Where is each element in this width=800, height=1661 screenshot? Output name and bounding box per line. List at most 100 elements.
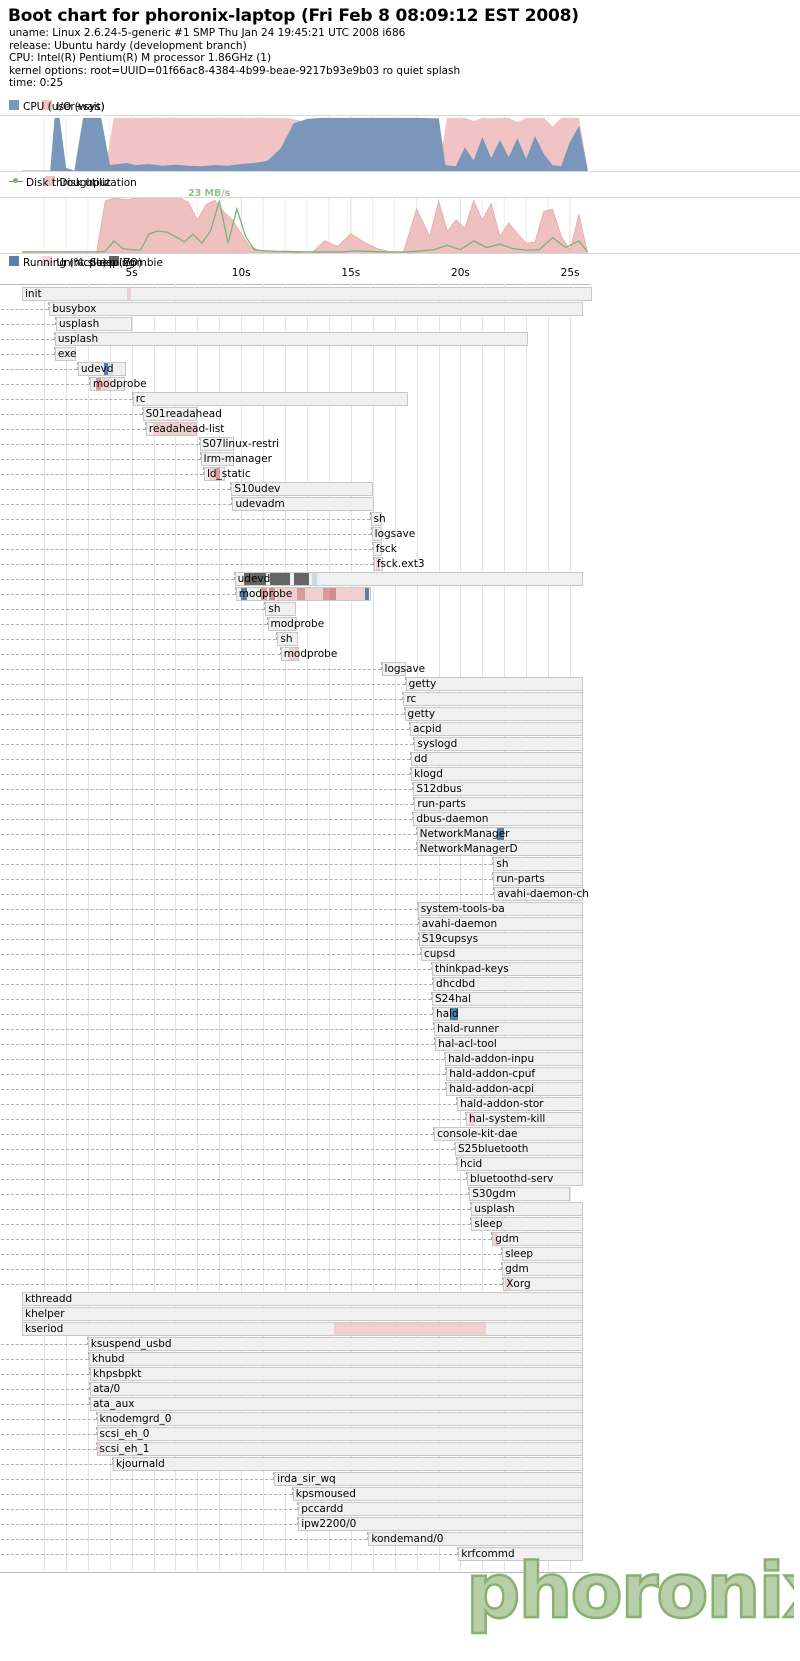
- process-row[interactable]: udevd: [0, 362, 800, 377]
- process-row[interactable]: pccardd: [0, 1502, 800, 1517]
- process-bar[interactable]: [96, 1427, 584, 1441]
- process-row[interactable]: S07linux-restri: [0, 437, 800, 452]
- process-bar[interactable]: [235, 587, 371, 601]
- process-bar[interactable]: [467, 1172, 584, 1186]
- process-row[interactable]: irda_sir_wq: [0, 1472, 800, 1487]
- process-row[interactable]: bluetoothd-serv: [0, 1172, 800, 1187]
- process-bar[interactable]: [372, 542, 382, 556]
- process-row[interactable]: exe: [0, 347, 800, 362]
- process-row[interactable]: gdm: [0, 1262, 800, 1277]
- process-row[interactable]: hald-addon-acpi: [0, 1082, 800, 1097]
- process-row[interactable]: S10udev: [0, 482, 800, 497]
- process-row[interactable]: avahi-daemon: [0, 917, 800, 932]
- process-row[interactable]: hcid: [0, 1157, 800, 1172]
- process-row[interactable]: sh: [0, 602, 800, 617]
- process-bar[interactable]: [381, 662, 406, 676]
- process-bar[interactable]: [368, 1532, 584, 1546]
- process-row[interactable]: knodemgrd_0: [0, 1412, 800, 1427]
- process-bar[interactable]: [54, 332, 529, 346]
- process-bar[interactable]: [88, 1352, 584, 1366]
- process-row[interactable]: busybox: [0, 302, 800, 317]
- process-row[interactable]: sleep: [0, 1217, 800, 1232]
- process-row[interactable]: S25bluetooth: [0, 1142, 800, 1157]
- process-row[interactable]: hal-acl-tool: [0, 1037, 800, 1052]
- process-bar[interactable]: [418, 917, 584, 931]
- process-bar[interactable]: [465, 1112, 584, 1126]
- process-row[interactable]: logsave: [0, 662, 800, 677]
- process-bar[interactable]: [280, 647, 300, 661]
- process-bar[interactable]: [234, 572, 584, 586]
- process-row[interactable]: system-tools-ba: [0, 902, 800, 917]
- process-bar[interactable]: [371, 527, 382, 541]
- process-row[interactable]: run-parts: [0, 872, 800, 887]
- process-bar[interactable]: [469, 1187, 571, 1201]
- process-bar[interactable]: [265, 602, 297, 616]
- process-bar[interactable]: [373, 557, 383, 571]
- process-bar[interactable]: [431, 992, 584, 1006]
- process-row[interactable]: scsi_eh_0: [0, 1427, 800, 1442]
- process-row[interactable]: cupsd: [0, 947, 800, 962]
- process-bar[interactable]: [417, 902, 584, 916]
- process-bar[interactable]: [199, 437, 234, 451]
- process-row[interactable]: ld_static: [0, 467, 800, 482]
- process-bar[interactable]: [414, 797, 584, 811]
- process-bar[interactable]: [298, 1502, 584, 1516]
- process-bar[interactable]: [132, 392, 408, 406]
- process-bar[interactable]: [200, 452, 234, 466]
- process-row[interactable]: ata/0: [0, 1382, 800, 1397]
- process-row[interactable]: rc: [0, 692, 800, 707]
- process-bar[interactable]: [370, 512, 382, 526]
- process-row[interactable]: khpsbpkt: [0, 1367, 800, 1382]
- process-row[interactable]: modprobe: [0, 377, 800, 392]
- process-row[interactable]: avahi-daemon-ch: [0, 887, 800, 902]
- process-bar[interactable]: [232, 497, 374, 511]
- process-bar[interactable]: [431, 962, 584, 976]
- process-row[interactable]: udevadm: [0, 497, 800, 512]
- process-row[interactable]: udevd: [0, 572, 800, 587]
- process-row[interactable]: run-parts: [0, 797, 800, 812]
- process-bar[interactable]: [55, 317, 132, 331]
- process-bar[interactable]: [89, 1382, 584, 1396]
- process-row[interactable]: usplash: [0, 332, 800, 347]
- process-bar[interactable]: [416, 842, 584, 856]
- process-bar[interactable]: [267, 617, 298, 631]
- process-bar[interactable]: [96, 1412, 584, 1426]
- process-row[interactable]: getty: [0, 707, 800, 722]
- process-bar[interactable]: [434, 1022, 584, 1036]
- process-row[interactable]: dhcdbd: [0, 977, 800, 992]
- process-row[interactable]: rc: [0, 392, 800, 407]
- process-row[interactable]: kthreadd: [0, 1292, 800, 1307]
- process-bar[interactable]: [418, 932, 584, 946]
- process-row[interactable]: klogd: [0, 767, 800, 782]
- process-bar[interactable]: [87, 1337, 584, 1351]
- process-bar[interactable]: [446, 1082, 584, 1096]
- process-bar[interactable]: [421, 947, 584, 961]
- process-row[interactable]: modprobe: [0, 587, 800, 602]
- process-bar[interactable]: [145, 422, 198, 436]
- process-row[interactable]: dbus-daemon: [0, 812, 800, 827]
- process-row[interactable]: hald-addon-stor: [0, 1097, 800, 1112]
- process-bar[interactable]: [457, 1097, 584, 1111]
- process-bar[interactable]: [292, 1487, 584, 1501]
- process-bar[interactable]: [142, 407, 198, 421]
- process-bar[interactable]: [298, 1517, 584, 1531]
- process-bar[interactable]: [493, 857, 584, 871]
- process-bar[interactable]: [435, 1037, 584, 1051]
- process-bar[interactable]: [492, 1232, 584, 1246]
- process-row[interactable]: krfcommd: [0, 1547, 800, 1562]
- process-bar[interactable]: [433, 1007, 584, 1021]
- process-row[interactable]: Xorg: [0, 1277, 800, 1292]
- process-row[interactable]: S12dbus: [0, 782, 800, 797]
- process-row[interactable]: hal-system-kill: [0, 1112, 800, 1127]
- process-row[interactable]: S19cupsys: [0, 932, 800, 947]
- process-bar[interactable]: [22, 287, 592, 301]
- process-bar[interactable]: [502, 1247, 584, 1261]
- process-bar[interactable]: [411, 752, 584, 766]
- process-bar[interactable]: [89, 377, 126, 391]
- process-row[interactable]: khubd: [0, 1352, 800, 1367]
- process-bar[interactable]: [277, 632, 299, 646]
- process-bar[interactable]: [89, 1367, 584, 1381]
- process-row[interactable]: ipw2200/0: [0, 1517, 800, 1532]
- process-bar[interactable]: [112, 1457, 584, 1471]
- process-row[interactable]: hald: [0, 1007, 800, 1022]
